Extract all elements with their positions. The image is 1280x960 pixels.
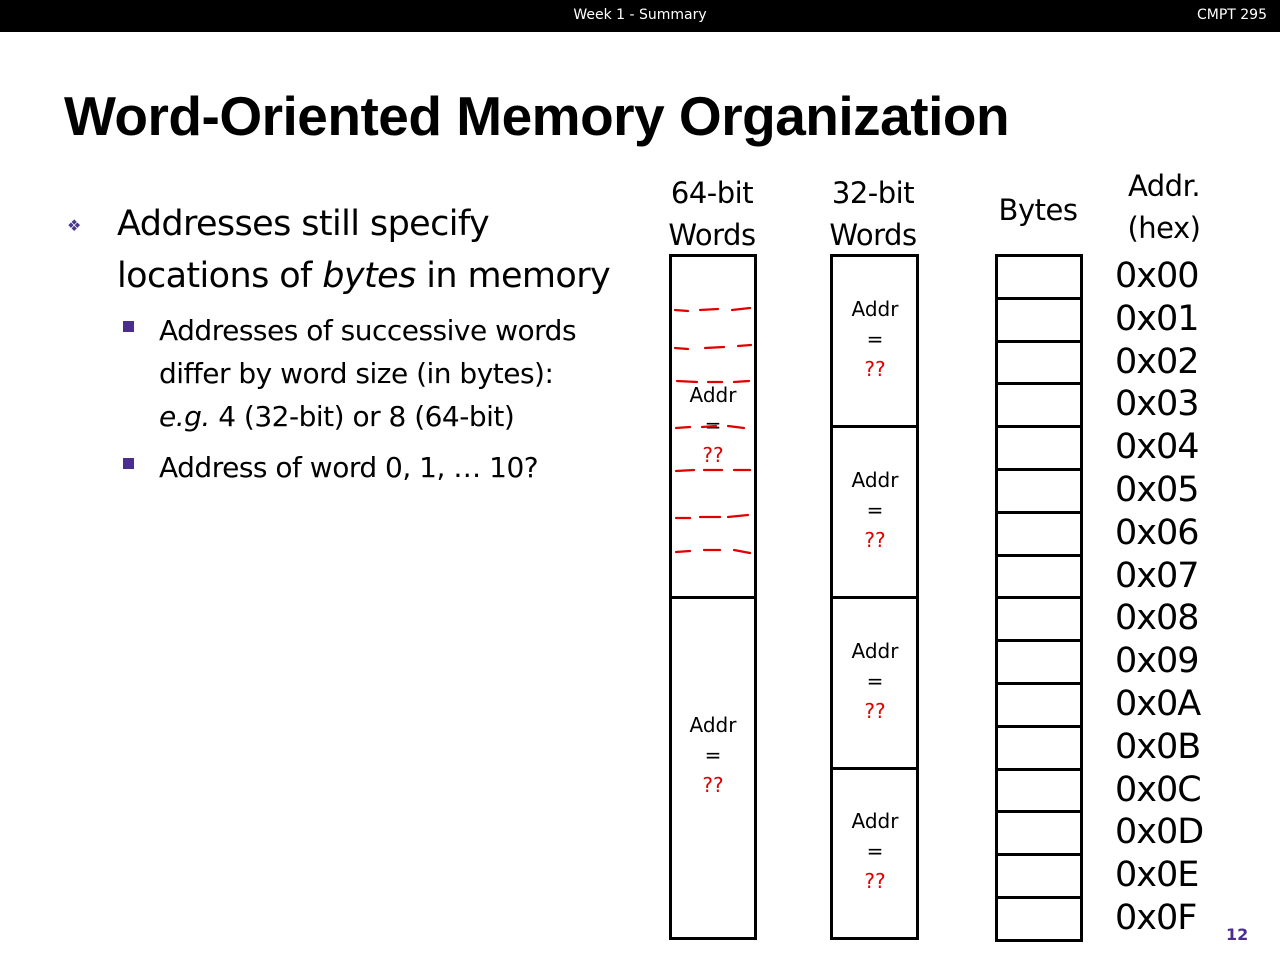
annotation-dash-line: [673, 306, 752, 313]
word32-0-addr-label: Addr = ??: [833, 294, 917, 384]
square-bullet-icon: [123, 458, 134, 469]
sub-bullet-line-1: Addresses of successive words: [159, 314, 577, 347]
addr-text: Addr: [689, 713, 737, 737]
unknown-address-text: ??: [864, 357, 886, 381]
unknown-address-text: ??: [702, 443, 724, 467]
word32-box-1: [830, 425, 919, 599]
word32-1-addr-label: Addr = ??: [833, 465, 917, 555]
annotation-dash-line: [674, 468, 752, 473]
word64-box-1: [669, 596, 757, 940]
annotation-dash-line: [674, 424, 746, 430]
slide-title: Word-Oriented Memory Organization: [64, 85, 1010, 147]
unknown-address-text: ??: [864, 699, 886, 723]
column-header-64bit-line2: Words: [668, 218, 756, 252]
column-header-32bit: 32-bit Words: [813, 172, 933, 256]
byte-cell: [995, 254, 1083, 300]
column-header-32bit-line1: 32-bit: [831, 176, 915, 210]
addr-text: Addr: [689, 383, 737, 407]
unknown-address-text: ??: [864, 869, 886, 893]
unknown-address-text: ??: [864, 528, 886, 552]
equals-text: =: [704, 413, 722, 437]
hex-address-label: 0x0A: [1115, 684, 1201, 724]
equals-text: =: [704, 743, 722, 767]
byte-cell: [995, 896, 1083, 942]
hex-address-label: 0x0E: [1115, 855, 1199, 895]
addr-text: Addr: [851, 639, 899, 663]
sub-bullet-address-question: Address of word 0, 1, … 10?: [159, 451, 539, 484]
hex-address-label: 0x06: [1115, 513, 1200, 553]
hex-address-label: 0x08: [1115, 598, 1200, 638]
hex-address-label: 0x02: [1115, 342, 1200, 382]
hex-address-label: 0x0B: [1115, 727, 1201, 767]
main-bullet-part-2: in memory: [415, 256, 611, 296]
page-number: 12: [1226, 925, 1249, 944]
hex-address-label: 0x09: [1115, 641, 1200, 681]
byte-cell: [995, 425, 1083, 471]
addr-text: Addr: [851, 468, 899, 492]
byte-cell: [995, 511, 1083, 557]
equals-text: =: [866, 498, 884, 522]
annotation-dash-line: [675, 379, 751, 384]
column-header-32bit-line2: Words: [829, 218, 917, 252]
hex-address-label: 0x0C: [1115, 770, 1202, 810]
sub-bullet-line-2: differ by word size (in bytes):: [159, 357, 554, 390]
word64-1-addr-label: Addr = ??: [671, 710, 755, 800]
equals-text: =: [866, 669, 884, 693]
column-header-bytes: Bytes: [998, 193, 1078, 227]
main-bullet-emphasis: bytes: [322, 256, 416, 296]
column-header-addr-line2: (hex): [1127, 211, 1201, 245]
annotation-dash-line: [674, 548, 752, 555]
square-bullet-icon: [123, 321, 134, 332]
hex-address-label: 0x05: [1115, 470, 1200, 510]
addr-text: Addr: [851, 809, 899, 833]
main-bullet-text: Addresses still specify locations of byt…: [117, 198, 637, 302]
annotation-dash-line: [673, 343, 753, 351]
word32-box-0: [830, 254, 919, 428]
hex-address-label: 0x0F: [1115, 898, 1197, 938]
hex-address-label: 0x0D: [1115, 812, 1204, 852]
hex-address-label: 0x01: [1115, 299, 1200, 339]
byte-cell: [995, 768, 1083, 814]
hex-address-label: 0x03: [1115, 384, 1200, 424]
hex-address-label: 0x04: [1115, 427, 1200, 467]
slide-header-bar: Week 1 - Summary CMPT 295: [0, 0, 1280, 32]
column-header-addr-hex: Addr. (hex): [1104, 165, 1224, 249]
diamond-bullet-icon: ❖: [67, 216, 82, 235]
equals-text: =: [866, 839, 884, 863]
byte-cell: [995, 297, 1083, 343]
word32-box-2: [830, 596, 919, 770]
byte-cell: [995, 468, 1083, 514]
byte-cell: [995, 382, 1083, 428]
equals-text: =: [866, 327, 884, 351]
sub-bullet-line-3-text: 4 (32-bit) or 8 (64-bit): [209, 400, 515, 433]
hex-address-label: 0x07: [1115, 556, 1200, 596]
addr-text: Addr: [851, 297, 899, 321]
sub-bullet-line-3: e.g. 4 (32-bit) or 8 (64-bit): [159, 395, 629, 438]
word32-box-3: [830, 767, 919, 940]
unknown-address-text: ??: [702, 773, 724, 797]
byte-cell: [995, 853, 1083, 899]
column-header-64bit: 64-bit Words: [652, 172, 772, 256]
column-header-addr-line1: Addr.: [1127, 169, 1201, 203]
word32-2-addr-label: Addr = ??: [833, 636, 917, 726]
header-title: Week 1 - Summary: [573, 7, 707, 23]
column-header-64bit-line1: 64-bit: [670, 176, 754, 210]
word64-0-addr-label: Addr = ??: [671, 380, 755, 470]
annotation-dash-line: [674, 513, 750, 520]
header-course: CMPT 295: [1196, 7, 1267, 23]
word32-3-addr-label: Addr = ??: [833, 806, 917, 896]
sub-bullet-word-size: Addresses of successive words differ by …: [159, 309, 629, 438]
hex-address-label: 0x00: [1115, 256, 1200, 296]
eg-text: e.g.: [159, 400, 210, 433]
main-bullet-part-1: Addresses still specify locations of: [117, 204, 490, 296]
